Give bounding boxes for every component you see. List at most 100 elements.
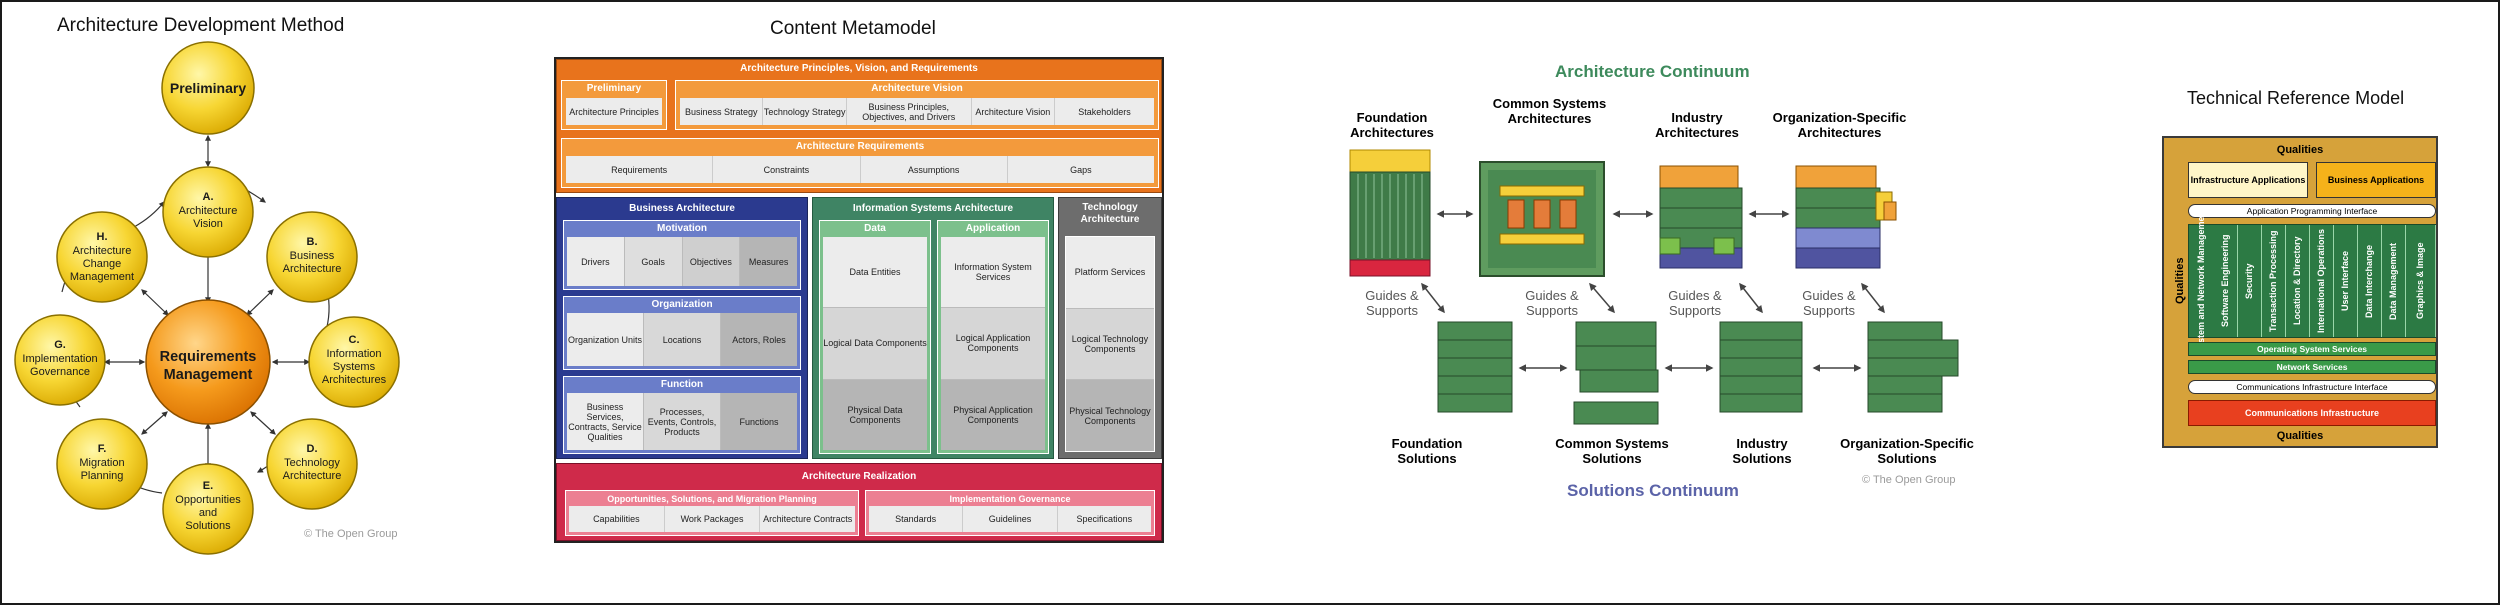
trm-service-label: Data Management <box>2381 225 2406 337</box>
cm-cell: Guidelines <box>963 506 1058 532</box>
cm-cell: Standards <box>869 506 964 532</box>
phase-a-node <box>162 166 254 258</box>
cm-cell: Architecture Vision <box>972 98 1056 125</box>
phase-c-letter: C. <box>349 334 360 346</box>
cm-cell: Physical Technology Components <box>1066 380 1154 452</box>
cm-cell: Processes, Events, Controls, Products <box>644 393 721 450</box>
phase-h-line-1: Architecture <box>73 245 132 257</box>
cm-application-box: Application Information System Services … <box>937 220 1049 454</box>
trm-infrastructure-apps: Infrastructure Applications <box>2188 162 2308 198</box>
trm-service-label: Data Interchange <box>2357 225 2382 337</box>
common-systems-solutions-block <box>1573 321 1659 425</box>
industry-solutions-block <box>1719 321 1803 413</box>
content-metamodel: Architecture Principles, Vision, and Req… <box>554 57 1164 543</box>
ec-diagram <box>1349 149 1959 425</box>
cm-cell: Work Packages <box>665 506 761 532</box>
phase-b-line-1: Business <box>290 250 335 262</box>
cm-is-header: Information Systems Architecture <box>852 203 1014 214</box>
phase-g-letter: G. <box>54 339 66 351</box>
adm-copyright: © The Open Group <box>304 528 398 540</box>
phase-g-node <box>14 314 106 406</box>
trm-network-services: Network Services <box>2188 360 2436 374</box>
cm-cell: Actors, Roles <box>721 313 797 366</box>
phase-d-node <box>266 418 358 510</box>
trm-title: Technical Reference Model <box>2187 88 2405 108</box>
cm-cell: Objectives <box>682 237 741 286</box>
cm-cell: Information System Services <box>941 237 1045 309</box>
phase-e-node <box>162 463 254 555</box>
phase-g-line-1: Implementation <box>22 353 97 365</box>
trm-service-label: Transaction Processing <box>2261 225 2286 337</box>
cm-realization-header: Architecture Realization <box>801 471 917 482</box>
cm-title: Content Metamodel <box>770 18 936 39</box>
phase-h-node <box>56 211 148 303</box>
cm-cell: Logical Technology Components <box>1066 308 1154 381</box>
cm-cell: Measures <box>740 237 797 286</box>
phase-a-line-1: Architecture <box>179 205 238 217</box>
ec-sol-label-organization: Organization-Specific Solutions <box>1840 436 1974 466</box>
phase-e-line-2: and <box>199 507 217 519</box>
phase-a-letter: A. <box>203 191 214 203</box>
cm-data-box: Data Data Entities Logical Data Componen… <box>819 220 931 454</box>
trm-service-label: System and Network Management <box>2196 207 2206 355</box>
phase-b-letter: B. <box>307 236 318 248</box>
cm-cell: Platform Services <box>1066 237 1154 309</box>
preliminary-node <box>161 41 255 135</box>
cm-function-label: Function <box>660 379 704 390</box>
cm-principles-header: Architecture Principles, Vision, and Req… <box>740 63 978 74</box>
cm-cell: Specifications <box>1076 514 1133 524</box>
phase-h-line-2: Change <box>83 258 122 270</box>
center-label-1: Requirements <box>160 349 257 365</box>
industry-architecture-block <box>1659 165 1743 269</box>
organization-architecture-block <box>1795 165 1897 269</box>
phase-d-line-2: Architecture <box>283 470 342 482</box>
cm-preliminary-box: Preliminary Architecture Principles <box>561 80 667 130</box>
cm-cell: Architecture Principles <box>569 106 659 117</box>
phase-b-line-2: Architecture <box>283 263 342 275</box>
cm-business-header: Business Architecture <box>629 203 735 214</box>
trm-service-label: Graphics & Image <box>2405 225 2436 337</box>
cm-cell: Constraints <box>713 156 861 183</box>
phase-f-line-1: Migration <box>79 457 124 469</box>
phase-d-letter: D. <box>307 443 318 455</box>
ec-copyright: © The Open Group <box>1862 474 1956 486</box>
adm-title: Architecture Development Method <box>57 15 345 36</box>
ec-arch-label-common: Common Systems Architectures <box>1492 96 1607 126</box>
phase-f-line-2: Planning <box>81 470 124 482</box>
phase-c-line-1: Information <box>326 348 381 360</box>
cm-cell: Assumptions <box>861 156 1008 183</box>
cm-cell: Logical Application Components <box>941 308 1045 380</box>
cm-cell: Business Principles, Objectives, and Dri… <box>847 98 972 125</box>
cm-tech-block: Technology Architecture Platform Service… <box>1058 197 1162 459</box>
cm-cell: Logical Data Components <box>823 308 927 380</box>
cm-realization-block: Architecture Realization Opportunities, … <box>556 463 1162 541</box>
cm-cell: Requirements <box>566 156 714 183</box>
cm-business-block: Business Architecture Motivation Drivers… <box>556 197 808 459</box>
center-label-2: Management <box>164 367 253 383</box>
cm-cell: Business Services, Contracts, Service Qu… <box>567 393 644 450</box>
cm-opportunities-box: Opportunities, Solutions, and Migration … <box>565 490 859 536</box>
ec-guides-4: Guides & Supports <box>1802 288 1856 318</box>
cm-motivation-label: Motivation <box>657 223 707 234</box>
trm-cii: Communications Infrastructure Interface <box>2188 380 2436 394</box>
trm-service-label: International Operations <box>2309 225 2334 337</box>
ec-guides-1: Guides & Supports <box>1365 288 1419 318</box>
phase-c-node <box>308 316 400 408</box>
cm-cell: Goals <box>624 237 683 286</box>
cm-vision-box: Architecture Vision Business Strategy Te… <box>675 80 1159 130</box>
cm-organization-label: Organization <box>651 299 713 310</box>
trm-service-label: User Interface <box>2333 225 2358 337</box>
trm-qualities-bottom: Qualities <box>2276 430 2324 442</box>
cm-opportunities-label: Opportunities, Solutions, and Migration … <box>607 494 817 504</box>
ec-guides-3: Guides & Supports <box>1668 288 1722 318</box>
trm-ci: Communications Infrastructure <box>2188 400 2436 426</box>
phase-f-letter: F. <box>98 443 107 455</box>
trm-api: Application Programming Interface <box>2188 204 2436 218</box>
cm-cell: Business Strategy <box>680 98 764 125</box>
ec-sol-label-industry: Industry Solutions <box>1732 436 1792 466</box>
cm-governance-label: Implementation Governance <box>949 494 1071 504</box>
cm-cell: Data Entities <box>823 237 927 309</box>
cm-principles-block: Architecture Principles, Vision, and Req… <box>556 59 1162 193</box>
cm-cell: Drivers <box>567 237 625 286</box>
preliminary-label: Preliminary <box>170 80 246 96</box>
